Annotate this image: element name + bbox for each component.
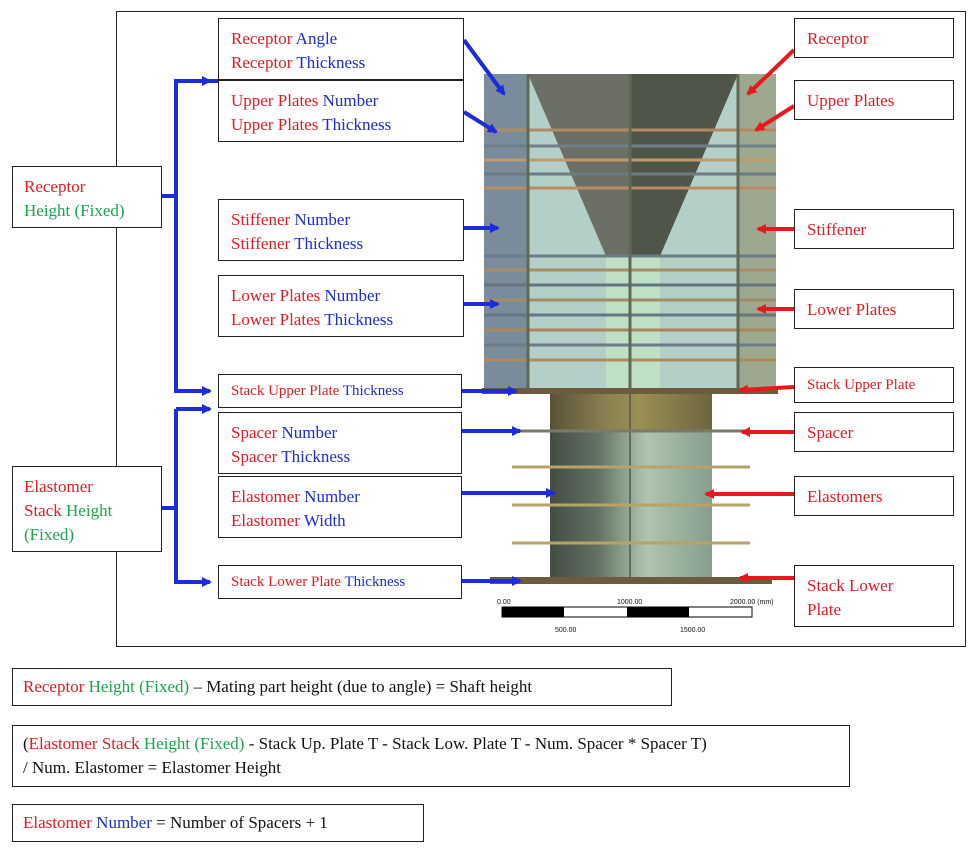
spacer-part-box: Spacer [794, 412, 954, 452]
scale-tick-0: 0.00 [497, 599, 511, 606]
receptor-height-label-1: Receptor [24, 177, 86, 196]
stack-upper-param-box: Stack Upper Plate Thickness [218, 374, 462, 408]
elastomer-stack-label-3: (Fixed) [24, 525, 75, 544]
diagram-frame [116, 11, 966, 647]
spacer-param-box: Spacer Number Spacer Thickness [218, 412, 462, 474]
scale-tick-1000: 1000.00 [617, 599, 643, 606]
stack-lower-param-box: Stack Lower Plate Thickness [218, 565, 462, 599]
stiffener-param-box: Stiffener Number Stiffener Thickness [218, 199, 464, 261]
formula-shaft-height: Receptor Height (Fixed) – Mating part he… [12, 668, 672, 706]
upper-plates-part-box: Upper Plates [794, 80, 954, 120]
formula-elastomer-height: (Elastomer Stack Height (Fixed) - Stack … [12, 725, 850, 787]
receptor-height-label-2: Height (Fixed) [24, 201, 125, 220]
elastomer-stack-label-2: Stack Height [24, 501, 113, 520]
lower-plates-param-box: Lower Plates Number Lower Plates Thickne… [218, 275, 464, 337]
receptor-param-box: Receptor Angle Receptor Thickness [218, 18, 464, 80]
scale-tick-1500: 1500.00 [680, 627, 706, 634]
elastomer-stack-height-box: Elastomer Stack Height (Fixed) [12, 466, 162, 552]
stiffener-part-box: Stiffener [794, 209, 954, 249]
blue-arrows [462, 38, 556, 586]
scale-tick-500: 500.00 [555, 627, 577, 634]
scale-bar [501, 606, 753, 618]
receptor-part-box: Receptor [794, 18, 954, 58]
upper-plates-param-box: Upper Plates Number Upper Plates Thickne… [218, 80, 464, 142]
formula-elastomer-number: Elastomer Number = Number of Spacers + 1 [12, 804, 424, 842]
elastomer-stack [490, 394, 772, 584]
stack-lower-plate-part-box: Stack Lower Plate [794, 565, 954, 627]
scale-tick-2000: 2000.00 (mm) [730, 599, 774, 606]
stack-upper-plate [482, 388, 778, 394]
red-arrows [704, 48, 796, 583]
left-brackets [162, 76, 218, 587]
lower-plates-part-box: Lower Plates [794, 289, 954, 329]
receptor-height-box: Receptor Height (Fixed) [12, 166, 162, 228]
elastomer-param-box: Elastomer Number Elastomer Width [218, 476, 462, 538]
receptor-assembly [484, 74, 776, 390]
elastomers-part-box: Elastomers [794, 476, 954, 516]
stiffeners [526, 74, 740, 390]
stack-upper-plate-part-box: Stack Upper Plate [794, 367, 954, 403]
elastomer-stack-label-1: Elastomer [24, 477, 93, 496]
